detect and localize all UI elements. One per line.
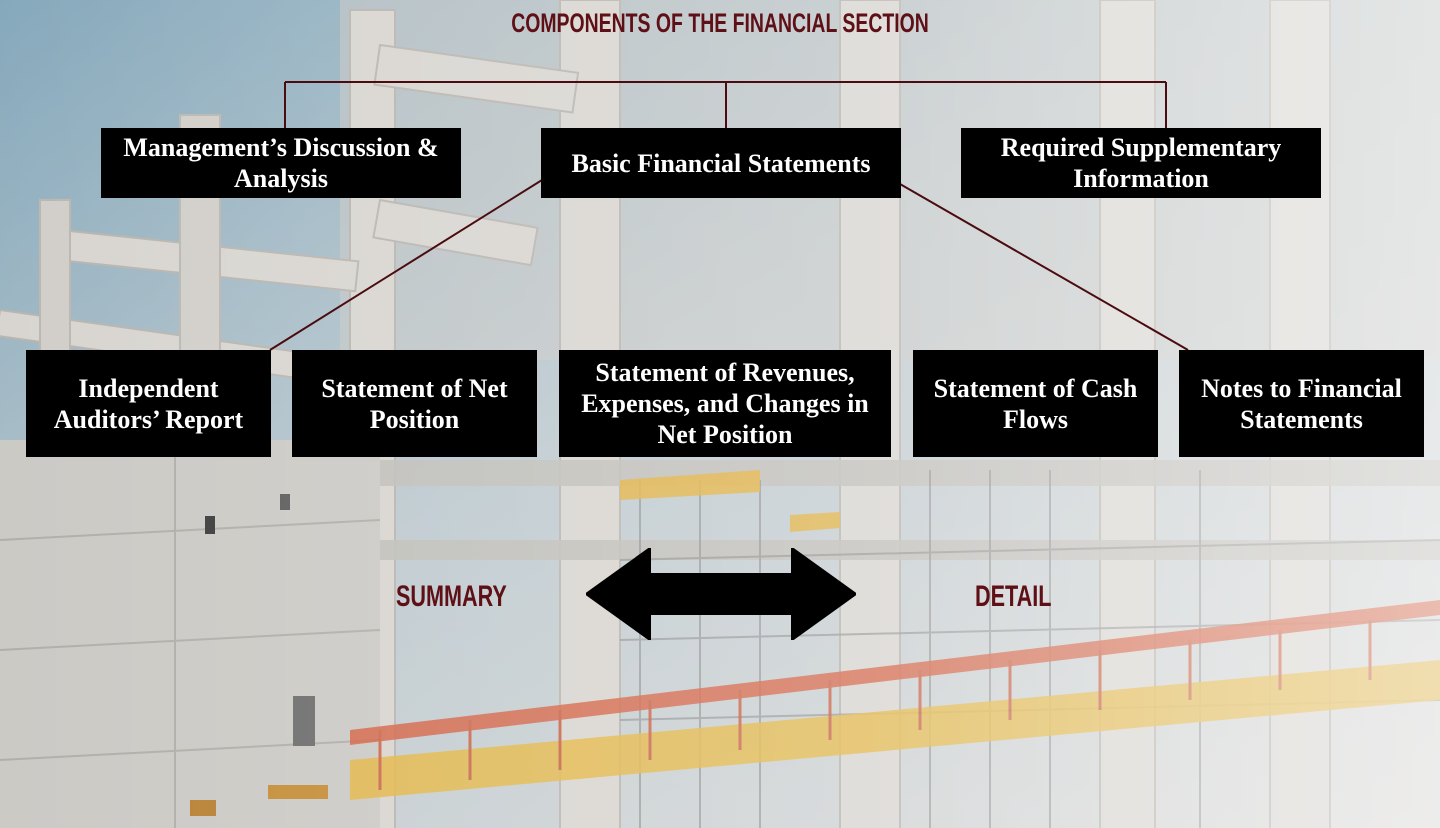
statement-of-cash-flows-box: Statement of Cash Flows xyxy=(913,350,1158,457)
diagram-title: COMPONENTS OF THE FINANCIAL SECTION xyxy=(511,8,929,38)
notes-to-financial-statements-label: Notes to Financial Statements xyxy=(1201,373,1402,434)
basic-financial-statements-box: Basic Financial Statements xyxy=(541,128,901,198)
double-headed-arrow-icon xyxy=(586,548,856,640)
connector-basic-to-notes xyxy=(899,183,1189,351)
independent-auditors-report-box: Independent Auditors’ Report xyxy=(26,350,271,457)
required-supplementary-information-label: Required Supplementary Information xyxy=(1000,133,1282,193)
statement-of-revenues-label: Statement of Revenues, Expenses, and Cha… xyxy=(581,358,869,449)
summary-label: SUMMARY xyxy=(396,580,507,613)
statement-of-cash-flows-label: Statement of Cash Flows xyxy=(933,373,1138,434)
notes-to-financial-statements-box: Notes to Financial Statements xyxy=(1179,350,1424,457)
statement-of-net-position-box: Statement of Net Position xyxy=(292,350,537,457)
basic-financial-statements-label: Basic Financial Statements xyxy=(571,148,871,178)
independent-auditors-report-label: Independent Auditors’ Report xyxy=(53,373,244,434)
connector-basic-to-auditors xyxy=(269,179,543,351)
detail-label: DETAIL xyxy=(975,580,1052,613)
mda-label: Management’s Discussion & Analysis xyxy=(123,133,439,193)
mda-box: Management’s Discussion & Analysis xyxy=(101,128,461,198)
statement-of-revenues-box: Statement of Revenues, Expenses, and Cha… xyxy=(559,350,891,457)
required-supplementary-information-box: Required Supplementary Information xyxy=(961,128,1321,198)
statement-of-net-position-label: Statement of Net Position xyxy=(321,373,508,434)
